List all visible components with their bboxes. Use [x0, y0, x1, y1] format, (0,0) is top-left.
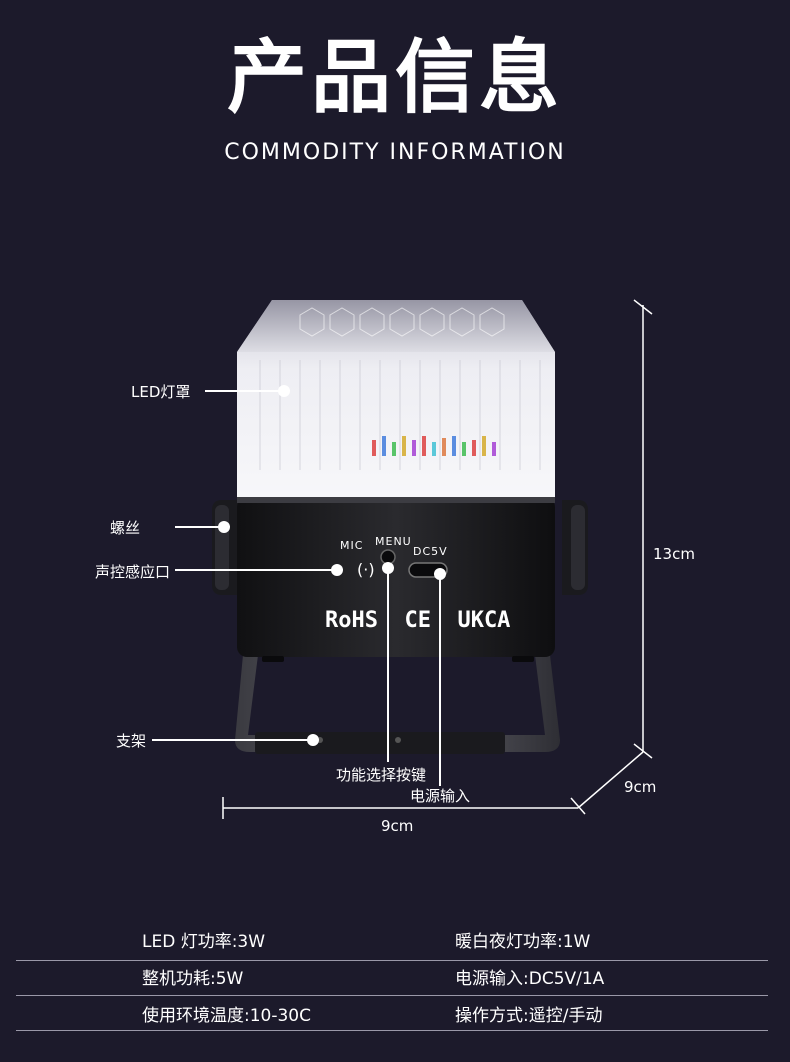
spec-row: LED 灯功率:3W 暖白夜灯功率:1W: [0, 925, 790, 959]
stand-label: 支架: [116, 732, 147, 750]
callout-lines: [152, 390, 441, 786]
spec-led-power: LED 灯功率:3W: [142, 932, 266, 952]
device-body: (·): [237, 497, 555, 662]
page-title: 产品信息: [227, 31, 563, 124]
power-input-label: 电源输入: [410, 787, 471, 805]
width-dimension: 9cm: [381, 817, 414, 835]
svg-text:(·): (·): [357, 560, 375, 579]
mic-marking: MIC: [340, 539, 364, 552]
menu-marking: MENU: [375, 535, 412, 548]
spec-row: 整机功耗:5W 电源输入:DC5V/1A: [0, 962, 790, 996]
spec-row: 使用环境温度:10-30C 操作方式:遥控/手动: [0, 999, 790, 1033]
certification-marks: RoHS CE UKCA: [325, 608, 511, 633]
spec-divider: [16, 960, 768, 961]
screw-label: 螺丝: [110, 519, 141, 537]
spec-divider: [16, 1030, 768, 1031]
spec-night-light-power: 暖白夜灯功率:1W: [455, 932, 591, 952]
page-subtitle: COMMODITY INFORMATION: [224, 140, 566, 165]
spec-temperature: 使用环境温度:10-30C: [142, 1006, 311, 1026]
dc-marking: DC5V: [413, 545, 448, 558]
spec-total-power: 整机功耗:5W: [142, 969, 244, 989]
spec-divider: [16, 995, 768, 996]
callout-dots: [218, 385, 446, 746]
function-button-label: 功能选择按键: [336, 766, 427, 784]
depth-dimension: 9cm: [624, 778, 657, 796]
spec-operation: 操作方式:遥控/手动: [455, 1006, 603, 1026]
height-dimension: 13cm: [653, 545, 695, 563]
sound-port-label: 声控感应口: [95, 563, 171, 581]
led-shade: [237, 300, 555, 497]
spec-power-input: 电源输入:DC5V/1A: [455, 969, 605, 989]
side-knobs: [212, 500, 588, 595]
dimension-lines: [222, 299, 653, 819]
led-shade-label: LED灯罩: [131, 383, 191, 401]
